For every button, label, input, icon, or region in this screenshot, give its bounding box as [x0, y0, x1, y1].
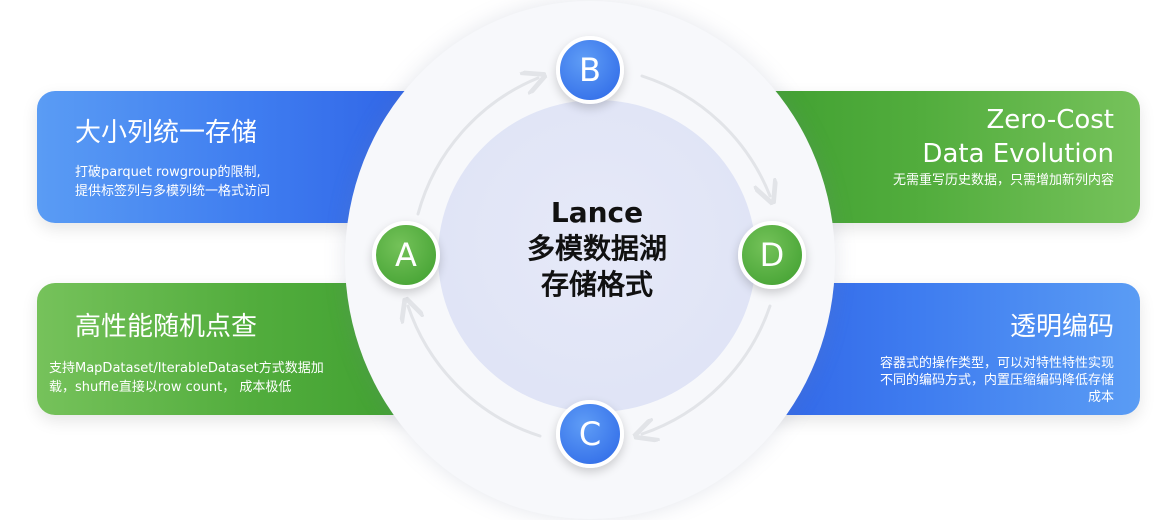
card-data-evolution: Zero-Cost Data Evolution 无需重写历史数据，只需增加新列…	[745, 91, 1140, 223]
card-description: 无需重写历史数据，只需增加新列内容	[892, 173, 1114, 188]
card-description-line: 容器式的操作类型，可以对特性特性实现	[879, 356, 1114, 371]
node-c: C	[556, 400, 624, 468]
card-title-line: Zero-Cost	[986, 105, 1115, 135]
center-title-line: 存储格式	[540, 268, 653, 301]
card-title: 高性能随机点查	[75, 312, 258, 342]
card-title-line: Data Evolution	[922, 139, 1114, 169]
card-description-line: 支持MapDataset/IterableDataset方式数据加	[49, 361, 324, 376]
card-title: Zero-Cost Data Evolution	[922, 103, 1114, 171]
center-title-line: Lance	[550, 196, 644, 229]
card-title: 透明编码	[1009, 312, 1114, 342]
node-d: D	[738, 221, 806, 289]
center-title-line: 多模数据湖	[526, 232, 667, 265]
center-disc	[438, 100, 756, 412]
card-title: 大小列统一存储	[75, 118, 258, 148]
node-b: B	[556, 36, 624, 104]
card-description-line: 载，shuffle直接以row count， 成本极低	[49, 380, 292, 395]
card-description-line: 不同的编码方式，内置压缩编码降低存储	[879, 373, 1114, 388]
arrow-d-to-c	[642, 304, 772, 434]
arrow-c-to-a	[408, 306, 542, 438]
arrow-a-to-b	[416, 78, 538, 216]
card-description: 容器式的操作类型，可以对特性特性实现 不同的编码方式，内置压缩编码降低存储 成本	[880, 355, 1114, 406]
card-description-line: 提供标签列与多模列统一格式访问	[75, 184, 271, 199]
card-description-line: 成本	[1087, 390, 1114, 405]
card-description-line: 打破parquet rowgroup的限制,	[75, 165, 261, 180]
card-description: 打破parquet rowgroup的限制, 提供标签列与多模列统一格式访问	[75, 163, 270, 201]
center-title: Lance 多模数据湖 存储格式	[438, 195, 756, 303]
card-unified-storage: 大小列统一存储 打破parquet rowgroup的限制, 提供标签列与多模列…	[37, 91, 427, 223]
arrow-b-to-d	[640, 74, 770, 196]
node-a: A	[372, 221, 440, 289]
card-description: 支持MapDataset/IterableDataset方式数据加 载，shuf…	[49, 359, 324, 397]
